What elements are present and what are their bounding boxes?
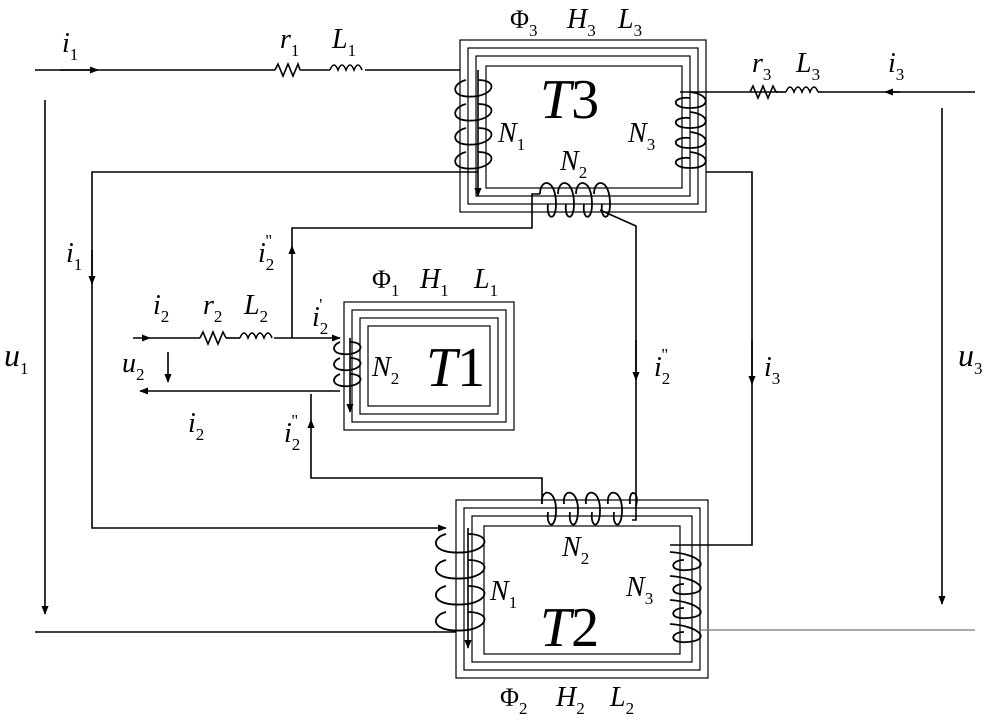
label-h3: H3 bbox=[566, 4, 596, 40]
label-l3-core: L3 bbox=[617, 4, 642, 40]
wiring bbox=[35, 70, 975, 648]
label-h1: H1 bbox=[419, 264, 449, 300]
label-i1-top: i1 bbox=[62, 28, 78, 64]
label-r2: r2 bbox=[203, 290, 222, 326]
coil-n3-t3 bbox=[676, 92, 706, 168]
label-i2-in: i2 bbox=[153, 290, 169, 326]
label-l2-core: L2 bbox=[609, 682, 634, 718]
label-u2: u2 bbox=[122, 348, 145, 384]
labels: i1 r1 L1 Φ3 H3 L3 r3 L3 i3 T3 N1 N3 N2 i… bbox=[4, 4, 983, 718]
label-u1: u1 bbox=[4, 337, 29, 378]
coil-n3-t2 bbox=[670, 552, 701, 642]
label-i2p: i2' bbox=[312, 295, 328, 338]
label-i3-mid: i3 bbox=[764, 352, 780, 388]
label-t2: T2 bbox=[540, 597, 599, 659]
coil-n2-t1 bbox=[334, 342, 360, 386]
label-r1: r1 bbox=[280, 24, 299, 60]
label-i3-top: i3 bbox=[888, 48, 904, 84]
label-l1-line: L1 bbox=[331, 24, 356, 60]
label-n3-t3: N3 bbox=[627, 118, 655, 154]
label-l3-line: L3 bbox=[795, 48, 820, 84]
label-n2-t1: N2 bbox=[371, 352, 399, 388]
label-n2-t2: N2 bbox=[561, 532, 589, 568]
label-h2: H2 bbox=[555, 682, 585, 718]
label-n2-t3: N2 bbox=[559, 146, 587, 182]
label-r3: r3 bbox=[752, 48, 771, 84]
label-phi2: Φ2 bbox=[500, 683, 528, 718]
label-l2-line: L2 bbox=[243, 290, 268, 326]
inductor-l3 bbox=[776, 87, 822, 92]
coil-n1-t2 bbox=[436, 534, 485, 631]
inductor-l1 bbox=[330, 65, 362, 70]
inductor-l2 bbox=[240, 333, 272, 338]
label-phi1: Φ1 bbox=[372, 265, 400, 300]
label-i2pp-bottom: i2" bbox=[284, 411, 300, 454]
label-l1-core: L1 bbox=[473, 264, 498, 300]
label-phi3: Φ3 bbox=[510, 5, 538, 40]
resistor-r2 bbox=[200, 332, 226, 344]
label-i2pp-top: i2" bbox=[258, 231, 274, 274]
label-n1-t2: N1 bbox=[489, 576, 517, 612]
label-t3: T3 bbox=[540, 69, 599, 131]
label-n3-t2: N3 bbox=[625, 572, 653, 608]
label-n1-t3: N1 bbox=[497, 118, 525, 154]
label-i2-out: i2 bbox=[188, 408, 204, 444]
label-u3: u3 bbox=[958, 337, 983, 378]
label-t1: T1 bbox=[426, 337, 485, 399]
resistor-r1 bbox=[275, 64, 300, 76]
label-i2pp-mid: i2" bbox=[654, 345, 670, 388]
label-i1-left: i1 bbox=[66, 238, 82, 274]
